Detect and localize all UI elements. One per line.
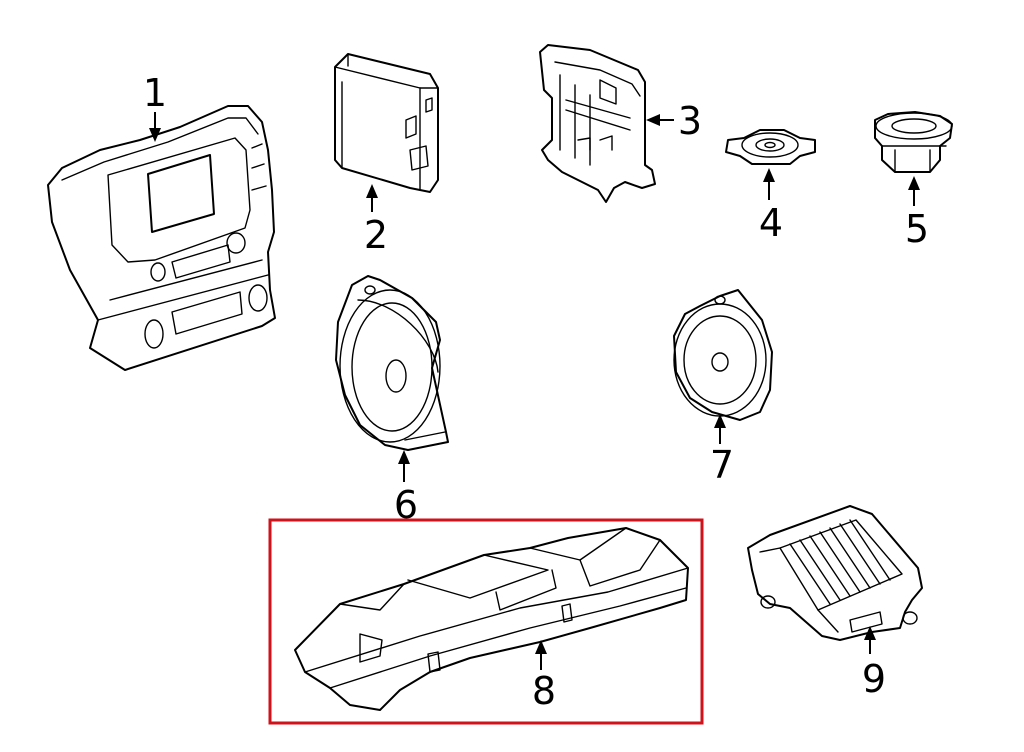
leader-lines	[149, 112, 920, 670]
callout-3: 3	[678, 99, 702, 143]
callout-labels: 1 2 3 4 5 6 7 8 9	[143, 71, 929, 713]
part-tweeter-speaker	[725, 129, 816, 165]
part-amplifier	[747, 505, 923, 641]
callout-8: 8	[532, 669, 556, 713]
highlight-box	[268, 518, 704, 725]
callout-1: 1	[143, 71, 167, 115]
part-speaker-adapter	[874, 111, 953, 173]
part-instrument-panel-bezel	[47, 105, 276, 371]
callout-2: 2	[364, 213, 388, 257]
part-control-module	[334, 53, 439, 193]
callout-5: 5	[905, 207, 929, 251]
part-front-door-speaker	[335, 275, 449, 451]
callout-9: 9	[862, 657, 886, 701]
part-rear-speaker	[673, 289, 773, 421]
callout-6: 6	[394, 483, 418, 527]
callout-4: 4	[759, 201, 783, 245]
part-mounting-bracket	[539, 44, 656, 203]
part-subwoofer-enclosure	[294, 527, 689, 711]
callout-7: 7	[710, 443, 734, 487]
